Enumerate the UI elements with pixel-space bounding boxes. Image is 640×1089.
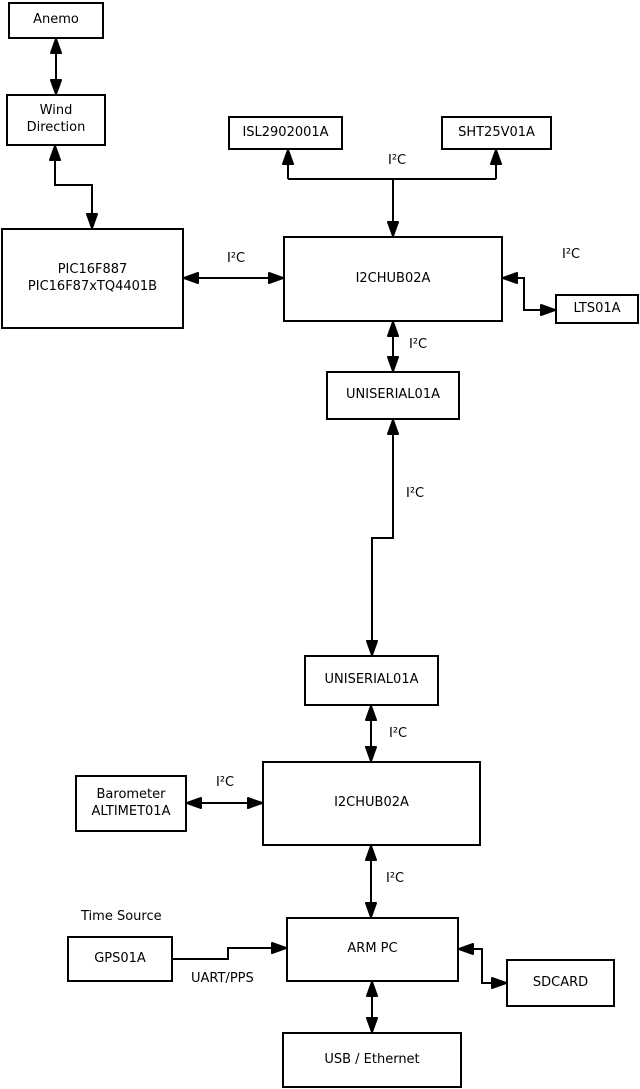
node-sdcard: SDCARD bbox=[506, 959, 615, 1007]
node-barometer-label-line2: ALTIMET01A bbox=[91, 803, 171, 819]
node-anemo: Anemo bbox=[8, 2, 104, 39]
node-arm-pc-label: ARM PC bbox=[347, 941, 398, 957]
node-temp-sensor-label: LTS01A bbox=[573, 300, 621, 316]
node-usb-ethernet: USB / Ethernet bbox=[282, 1032, 462, 1088]
node-i2c-hub-upper: I2CHUB02A bbox=[283, 236, 503, 322]
node-anemo-label: Anemo bbox=[33, 12, 79, 28]
node-temp-sensor: LTS01A bbox=[555, 294, 639, 324]
node-gps-label: GPS01A bbox=[94, 950, 146, 966]
edge-label-i2c-barometer-hub: I²C bbox=[216, 775, 235, 790]
node-barometer-label-line1: Barometer bbox=[96, 786, 166, 802]
node-i2c-hub-lower: I2CHUB02A bbox=[262, 761, 481, 846]
connector-uniserial-upper-uniserial-lower bbox=[366, 419, 399, 656]
edge-label-time-source: Time Source bbox=[81, 909, 162, 924]
connector-gps-armpc bbox=[173, 942, 287, 960]
node-pic-controller: PIC16F887 PIC16F87xTQ4401B bbox=[1, 228, 184, 329]
edge-label-i2c-serial-link: I²C bbox=[406, 486, 425, 501]
node-serial-bridge-upper: UNISERIAL01A bbox=[326, 371, 460, 420]
edge-label-uart-pps: UART/PPS bbox=[191, 971, 254, 986]
node-wind-direction: Wind Direction bbox=[6, 94, 106, 146]
edge-label-i2c-hub-serial-upper: I²C bbox=[409, 337, 428, 352]
node-usb-ethernet-label: USB / Ethernet bbox=[324, 1051, 420, 1067]
node-light-sensor: ISL2902001A bbox=[228, 116, 343, 150]
node-i2c-hub-upper-label: I2CHUB02A bbox=[355, 270, 431, 286]
edge-label-i2c-hub-lts: I²C bbox=[562, 247, 581, 262]
node-pic-label-line1: PIC16F887 bbox=[57, 261, 128, 277]
node-serial-bridge-lower: UNISERIAL01A bbox=[304, 655, 439, 706]
node-pic-label-line2: PIC16F87xTQ4401B bbox=[27, 278, 158, 294]
node-wind-direction-label-line1: Wind bbox=[39, 103, 73, 119]
edge-label-i2c-hub-arm: I²C bbox=[386, 871, 405, 886]
node-sdcard-label: SDCARD bbox=[532, 974, 589, 990]
node-wind-direction-label-line2: Direction bbox=[26, 120, 86, 135]
node-i2c-hub-lower-label: I2CHUB02A bbox=[334, 795, 409, 811]
node-humidity-sensor: SHT25V01A bbox=[441, 116, 552, 150]
connector-i2chub-upper-lts bbox=[502, 272, 556, 316]
edge-label-i2c-sensor-tee: I²C bbox=[388, 153, 407, 168]
node-humidity-sensor-label: SHT25V01A bbox=[458, 124, 535, 140]
node-barometer: Barometer ALTIMET01A bbox=[75, 775, 187, 832]
node-gps: GPS01A bbox=[67, 936, 173, 982]
node-arm-pc: ARM PC bbox=[286, 917, 459, 982]
connector-armpc-sdcard bbox=[458, 943, 507, 989]
edge-label-i2c-serial-hub-lower: I²C bbox=[389, 726, 408, 741]
connector-winddirection-pic bbox=[49, 145, 98, 229]
node-serial-bridge-upper-label: UNISERIAL01A bbox=[346, 387, 440, 403]
edge-label-i2c-pic-hub: I²C bbox=[227, 251, 246, 266]
node-light-sensor-label: ISL2902001A bbox=[242, 124, 329, 140]
node-serial-bridge-lower-label: UNISERIAL01A bbox=[324, 672, 419, 688]
